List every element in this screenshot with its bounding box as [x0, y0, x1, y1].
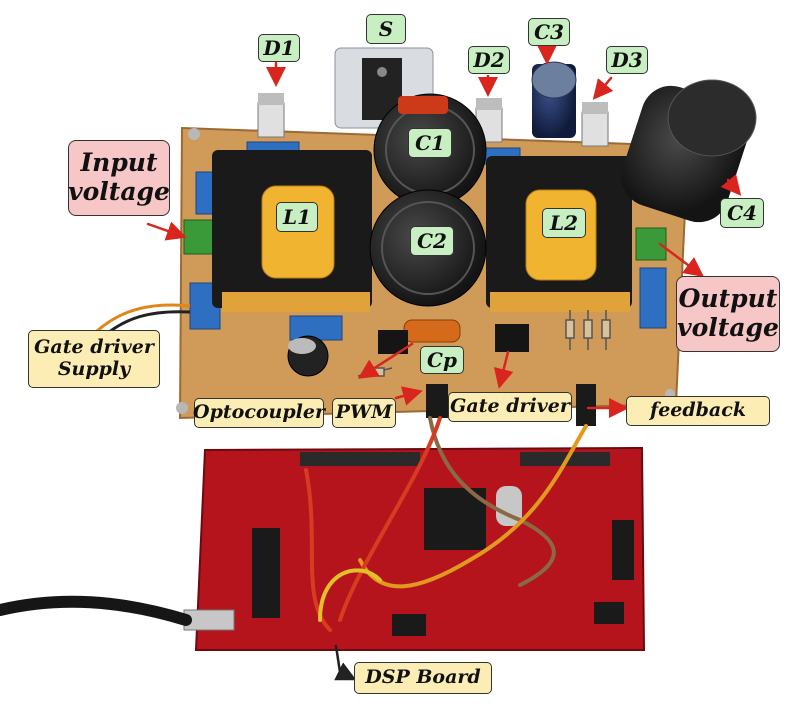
label-pwm: PWM — [332, 398, 396, 428]
input-voltage-line2: voltage — [68, 177, 170, 206]
diode-d1 — [257, 93, 285, 138]
label-optocoupler: Optocoupler — [193, 398, 325, 428]
capacitor-c3 — [531, 61, 577, 138]
usb-cable — [0, 595, 192, 626]
label-c3: C3 — [528, 18, 570, 46]
capacitor-cp — [403, 319, 461, 343]
jumper-wires — [304, 416, 588, 632]
supply-wire — [94, 303, 191, 334]
label-gate-driver: Gate driver — [448, 392, 572, 422]
label-d3: D3 — [606, 46, 648, 74]
callout-arrows — [146, 44, 742, 681]
pwm-header — [426, 384, 448, 418]
snubber-capacitor — [398, 96, 448, 114]
label-d1: D1 — [258, 34, 300, 62]
label-c2: C2 — [410, 226, 454, 256]
label-s: S — [366, 14, 406, 44]
feedback-header — [576, 384, 596, 426]
capacitor-c4 — [621, 79, 757, 223]
label-d2: D2 — [468, 46, 510, 74]
supply-capacitor — [287, 335, 329, 377]
label-c4: C4 — [720, 198, 764, 228]
label-c1: C1 — [408, 128, 452, 158]
label-cp: Cp — [420, 346, 464, 374]
gate-driver-ic — [495, 324, 529, 352]
diode-d3 — [581, 102, 609, 147]
label-feedback: feedback — [626, 396, 770, 426]
dsp-board — [183, 446, 646, 651]
label-l1: L1 — [276, 202, 318, 232]
input-voltage-line1: Input — [80, 148, 158, 178]
gate-driver-supply-line1: Gate driver — [34, 336, 154, 359]
gate-driver-supply-line2: Supply — [57, 358, 131, 380]
output-voltage-line2: voltage — [677, 313, 779, 342]
label-l2: L2 — [542, 208, 586, 238]
label-input-voltage: Input voltage — [68, 140, 170, 216]
output-voltage-line1: Output — [678, 284, 778, 314]
label-dsp-board: DSP Board — [354, 662, 492, 694]
label-output-voltage: Output voltage — [676, 276, 780, 352]
label-gate-driver-supply: Gate driver Supply — [28, 330, 160, 388]
